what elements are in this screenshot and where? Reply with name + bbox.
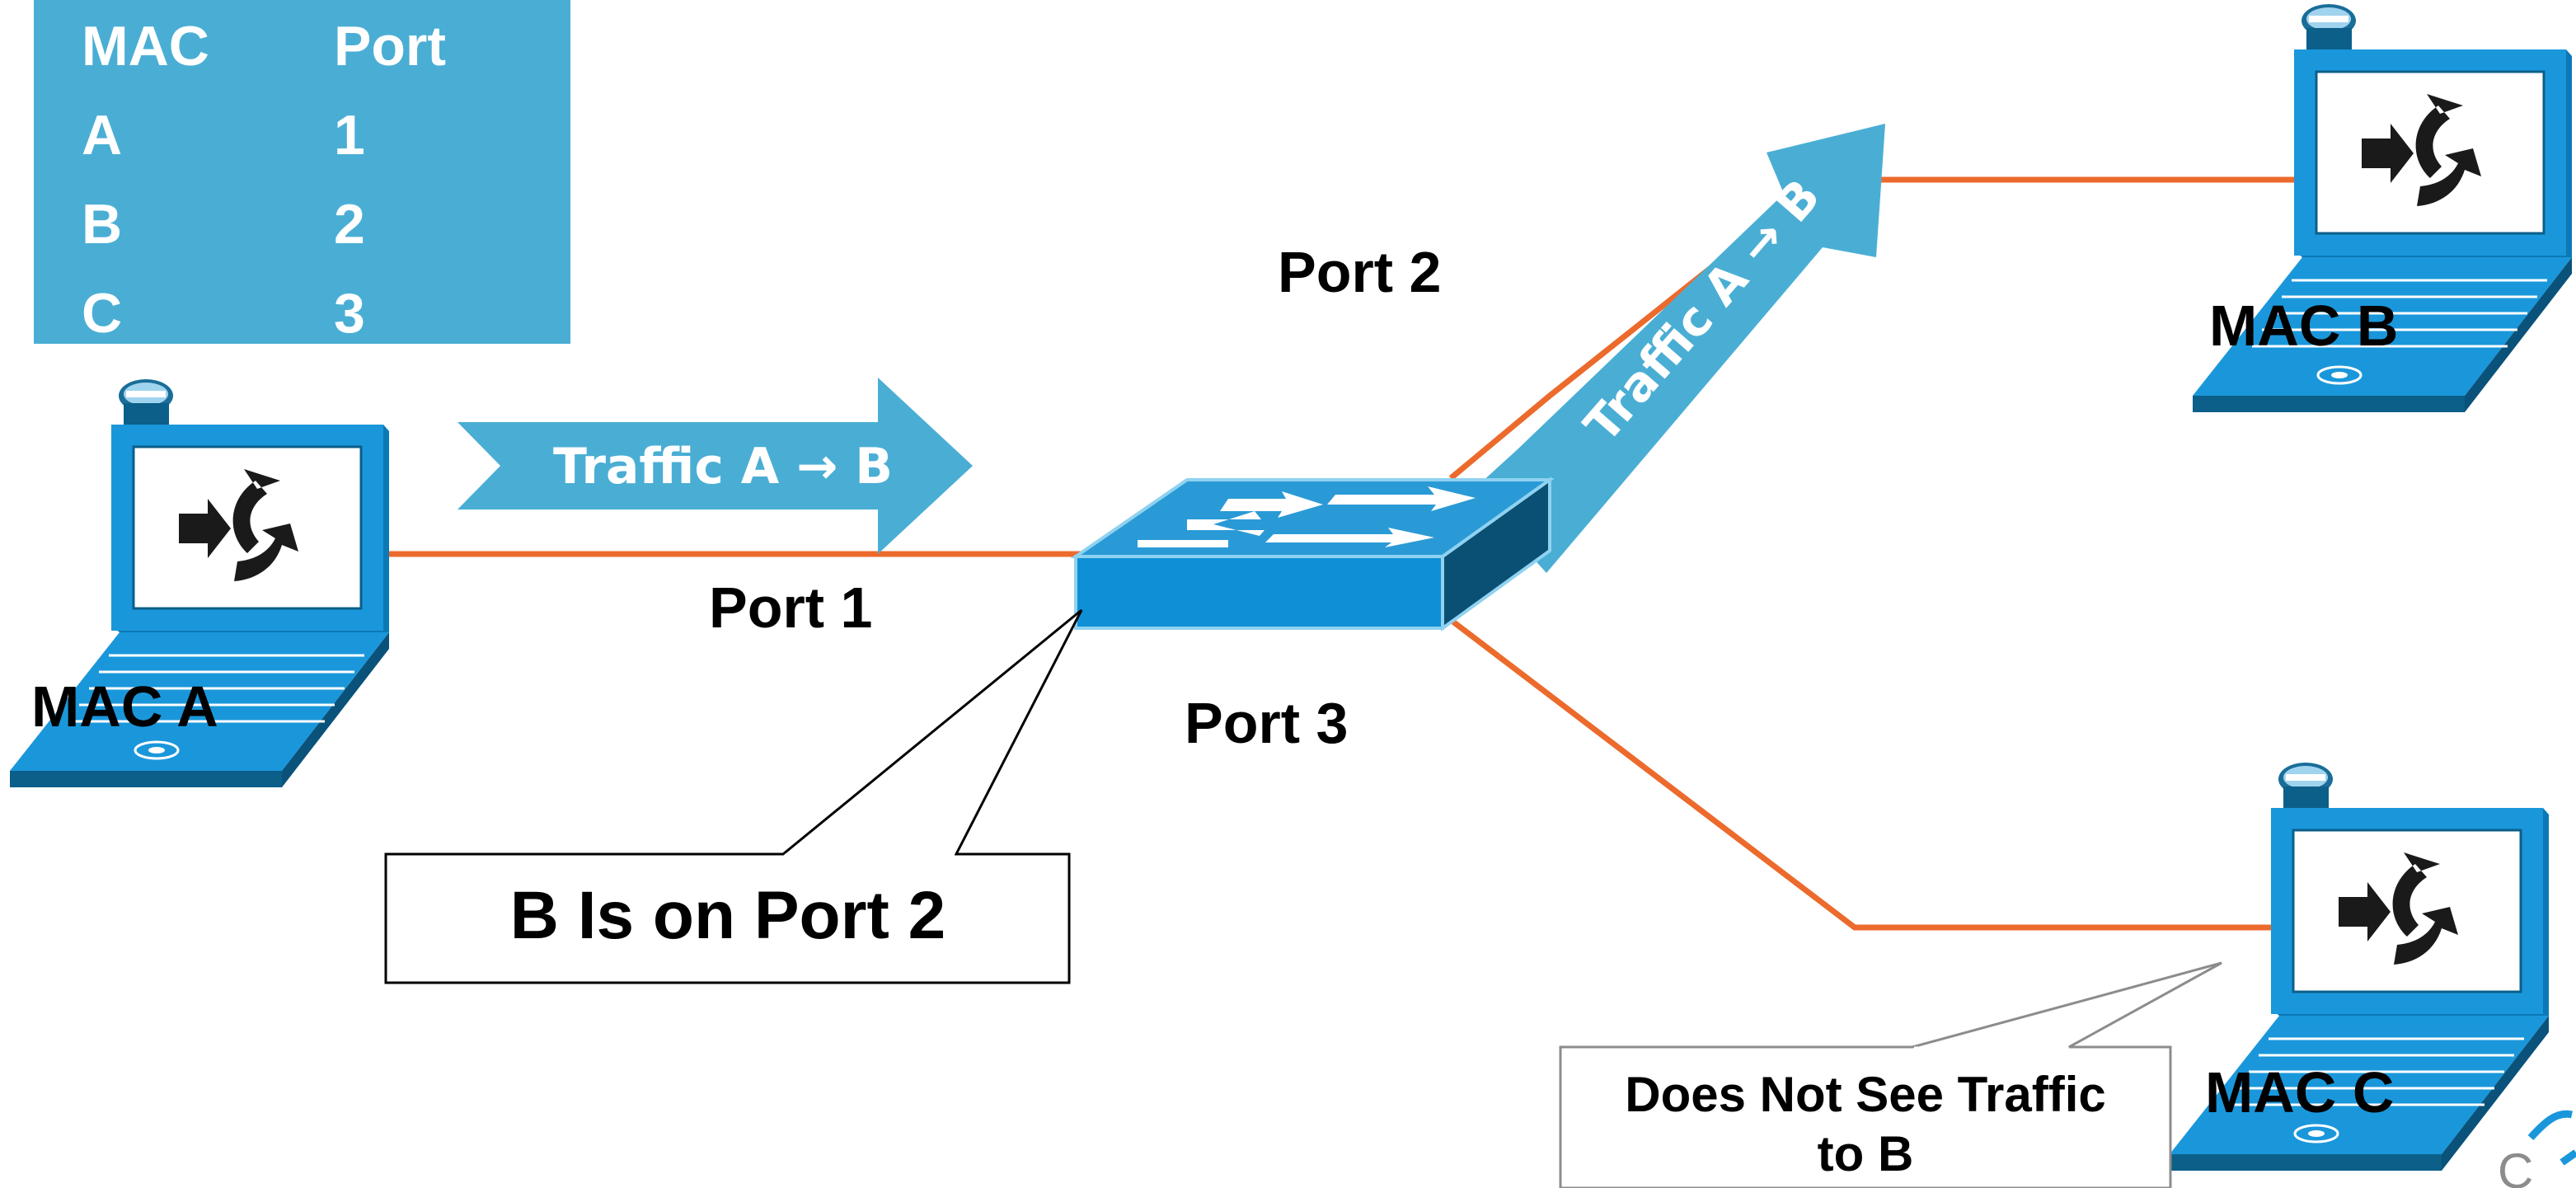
table-header-port: Port xyxy=(334,15,446,77)
table-cell-port: 2 xyxy=(334,193,365,256)
mac-address-table: MAC Port A 1 B 2 C 3 xyxy=(34,0,570,345)
host-c-callout-text: Does Not See Traffic to B xyxy=(1562,1065,2169,1184)
table-row: A 1 xyxy=(82,91,446,180)
table-row: B 2 xyxy=(82,180,446,269)
host-a-label: MAC A xyxy=(31,674,218,739)
host-c-label: MAC C xyxy=(2205,1060,2395,1125)
table-cell-mac: A xyxy=(82,104,123,167)
link-port-2 xyxy=(1448,176,2308,481)
host-c-callout-line-2: to B xyxy=(1817,1126,1914,1181)
port-2-label: Port 2 xyxy=(1278,240,1442,304)
traffic-arrow-1 xyxy=(457,378,973,554)
switch-callout xyxy=(384,608,1083,984)
table-cell-port: 1 xyxy=(334,104,365,167)
traffic-arrow-2 xyxy=(1472,124,1885,573)
table-header-mac: MAC xyxy=(82,15,209,77)
logo-fragment: C xyxy=(2498,1110,2576,1188)
host-c-callout xyxy=(1559,961,2222,1188)
switch-icon xyxy=(1070,477,1555,632)
traffic-arrow-2-label: Traffic A → B xyxy=(1574,168,1832,453)
host-c-callout-line-1: Does Not See Traffic xyxy=(1625,1067,2106,1122)
svg-text:C: C xyxy=(2498,1143,2533,1188)
table-cell-port: 3 xyxy=(334,282,365,345)
table-header-row: MAC Port xyxy=(82,2,446,91)
traffic-arrow-1-label: Traffic A → B xyxy=(553,438,893,495)
port-3-label: Port 3 xyxy=(1185,691,1349,755)
table-row: C 3 xyxy=(82,269,446,358)
host-b-label: MAC B xyxy=(2209,293,2399,358)
table-cell-mac: B xyxy=(82,193,123,256)
table-cell-mac: C xyxy=(82,282,123,345)
switch-callout-text: B Is on Port 2 xyxy=(509,878,946,953)
port-1-label: Port 1 xyxy=(709,575,873,640)
link-port-3 xyxy=(1448,617,2308,931)
